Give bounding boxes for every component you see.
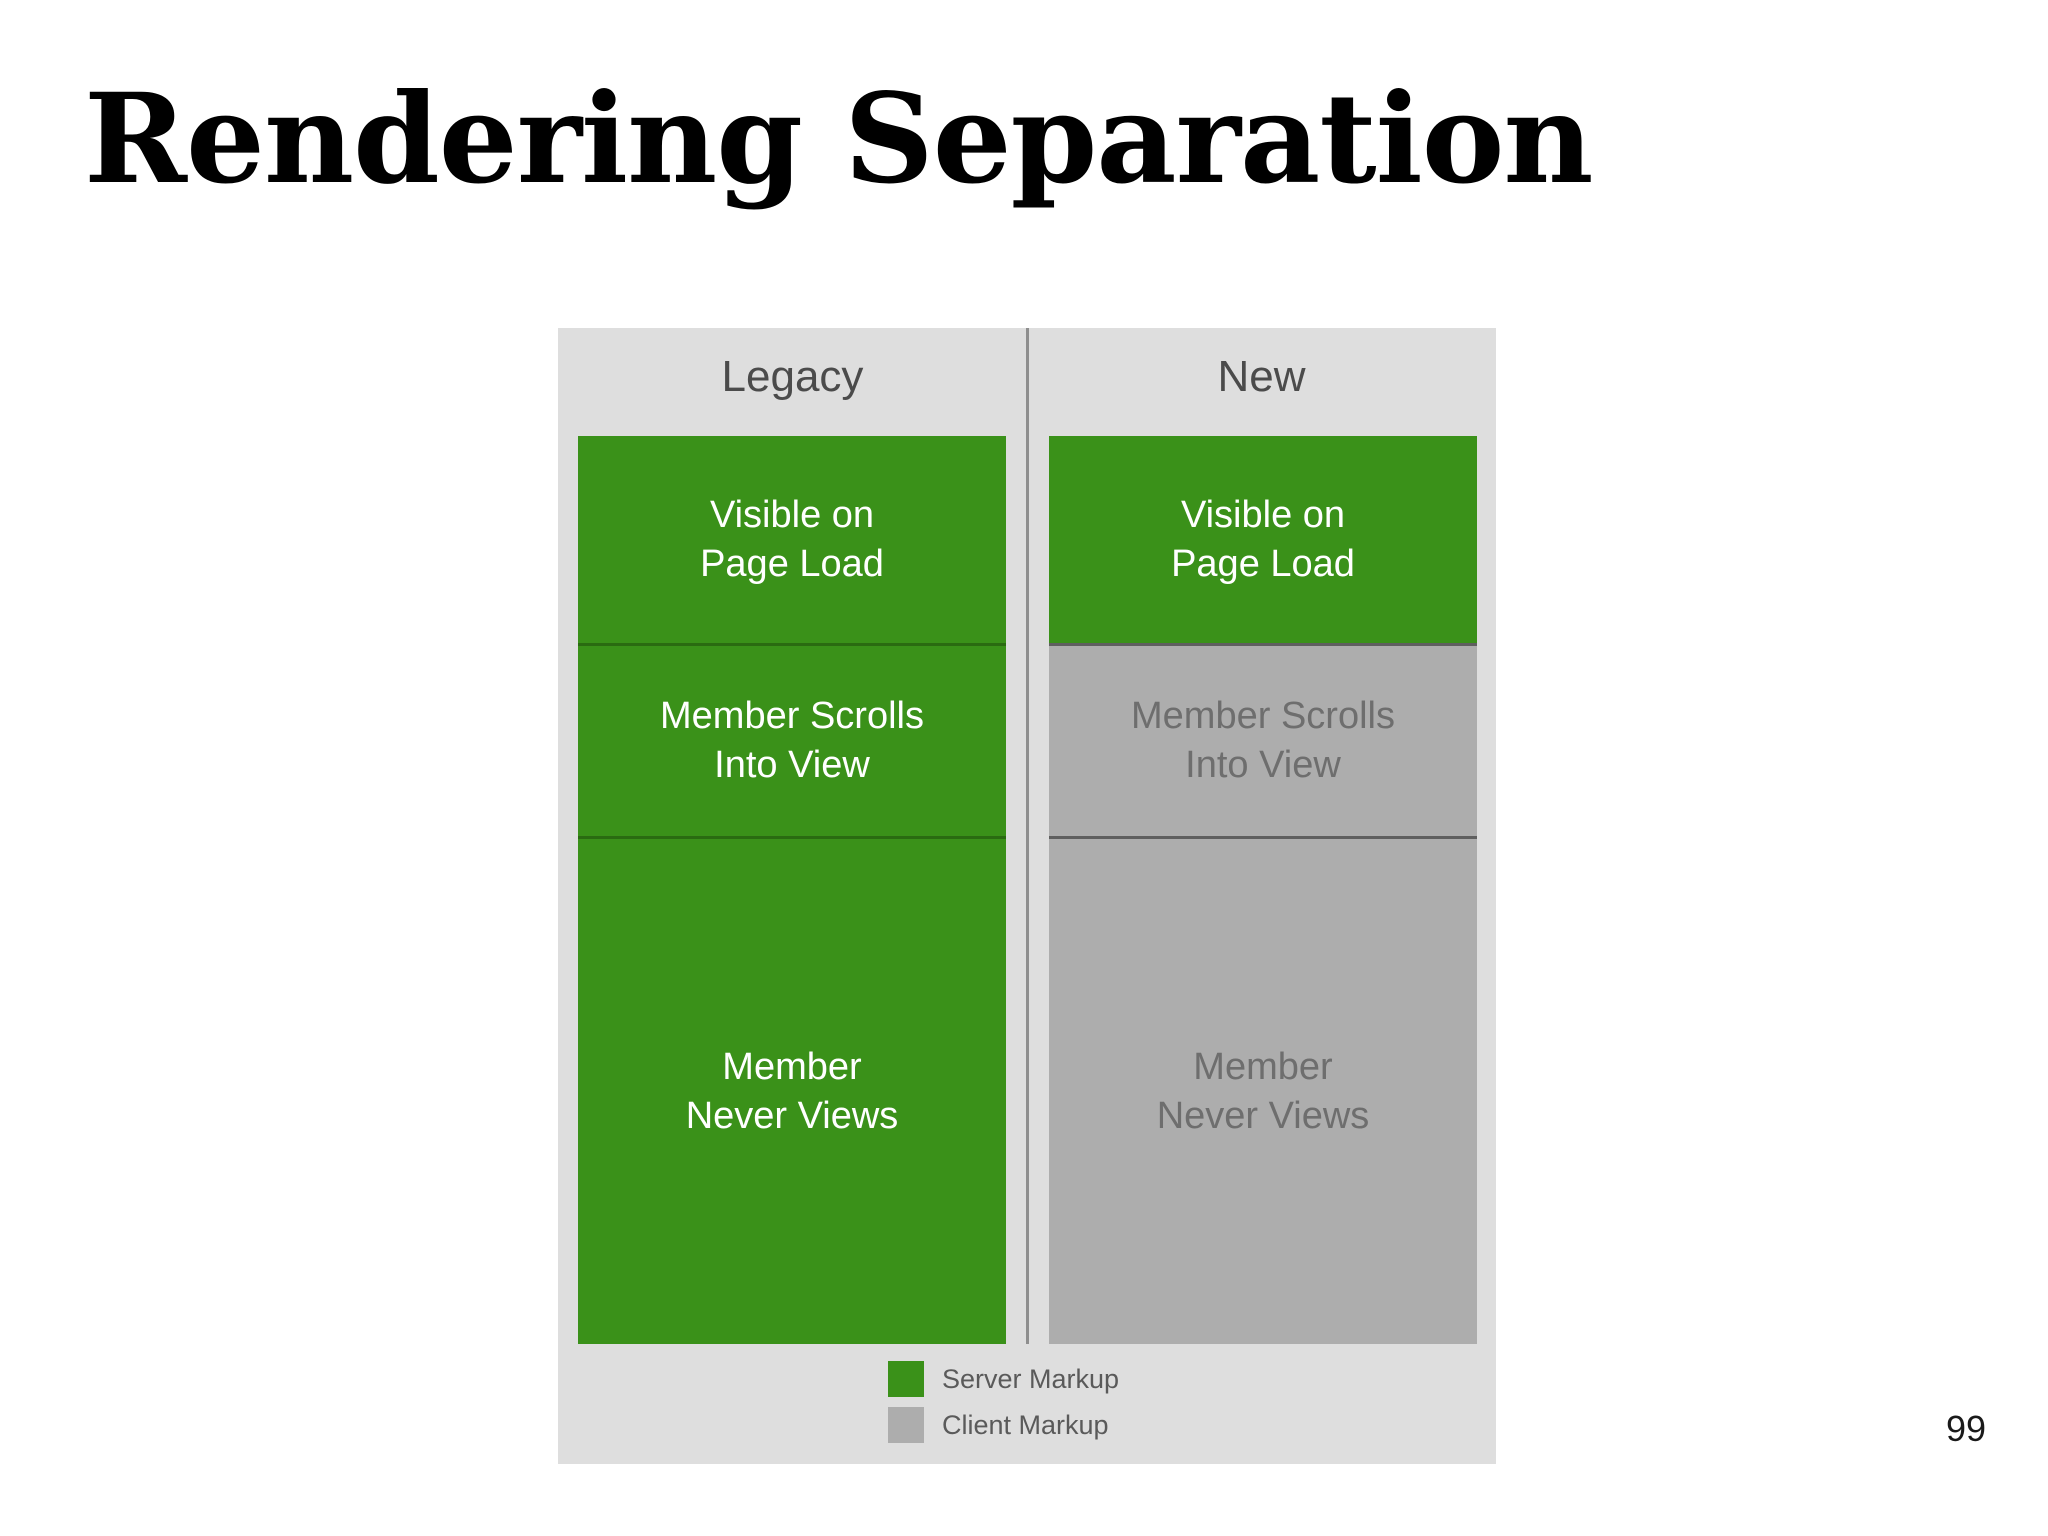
page-title: Rendering Separation <box>84 67 1594 212</box>
column-divider <box>1026 328 1029 1344</box>
legend-label-client: Client Markup <box>942 1409 1109 1440</box>
page-number: 99 <box>1945 1408 1986 1449</box>
legend-row-server: Server Markup <box>888 1356 1308 1402</box>
legend-row-client: Client Markup <box>888 1402 1308 1448</box>
column-header-legacy: Legacy <box>721 352 864 401</box>
legend: Server Markup Client Markup <box>888 1356 1308 1448</box>
legend-label-server: Server Markup <box>942 1363 1120 1394</box>
column-header-new: New <box>1217 352 1306 401</box>
legend-swatch-server-icon <box>888 1361 924 1397</box>
legend-swatch-client-icon <box>888 1407 924 1443</box>
